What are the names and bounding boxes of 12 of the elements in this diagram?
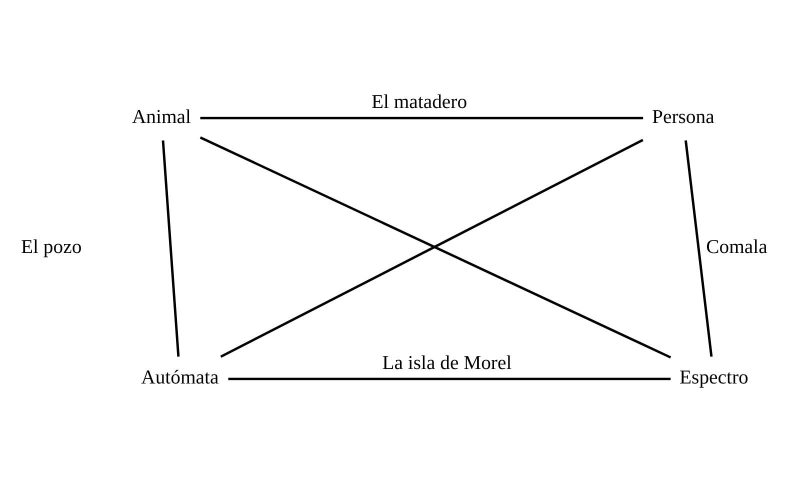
node-text: Persona — [652, 106, 714, 128]
node-text: Autómata — [141, 366, 219, 389]
edge-label: Comala — [706, 236, 768, 258]
edge-label: El pozo — [21, 236, 82, 258]
edge-label: El matadero — [371, 90, 468, 113]
connector — [684, 140, 713, 357]
node-text: Animal — [132, 106, 191, 128]
connector — [228, 378, 671, 380]
connector — [200, 116, 644, 120]
edge-label: La isla de Morel — [382, 352, 512, 374]
connector — [162, 140, 180, 357]
node-text: Espectro — [680, 366, 748, 389]
